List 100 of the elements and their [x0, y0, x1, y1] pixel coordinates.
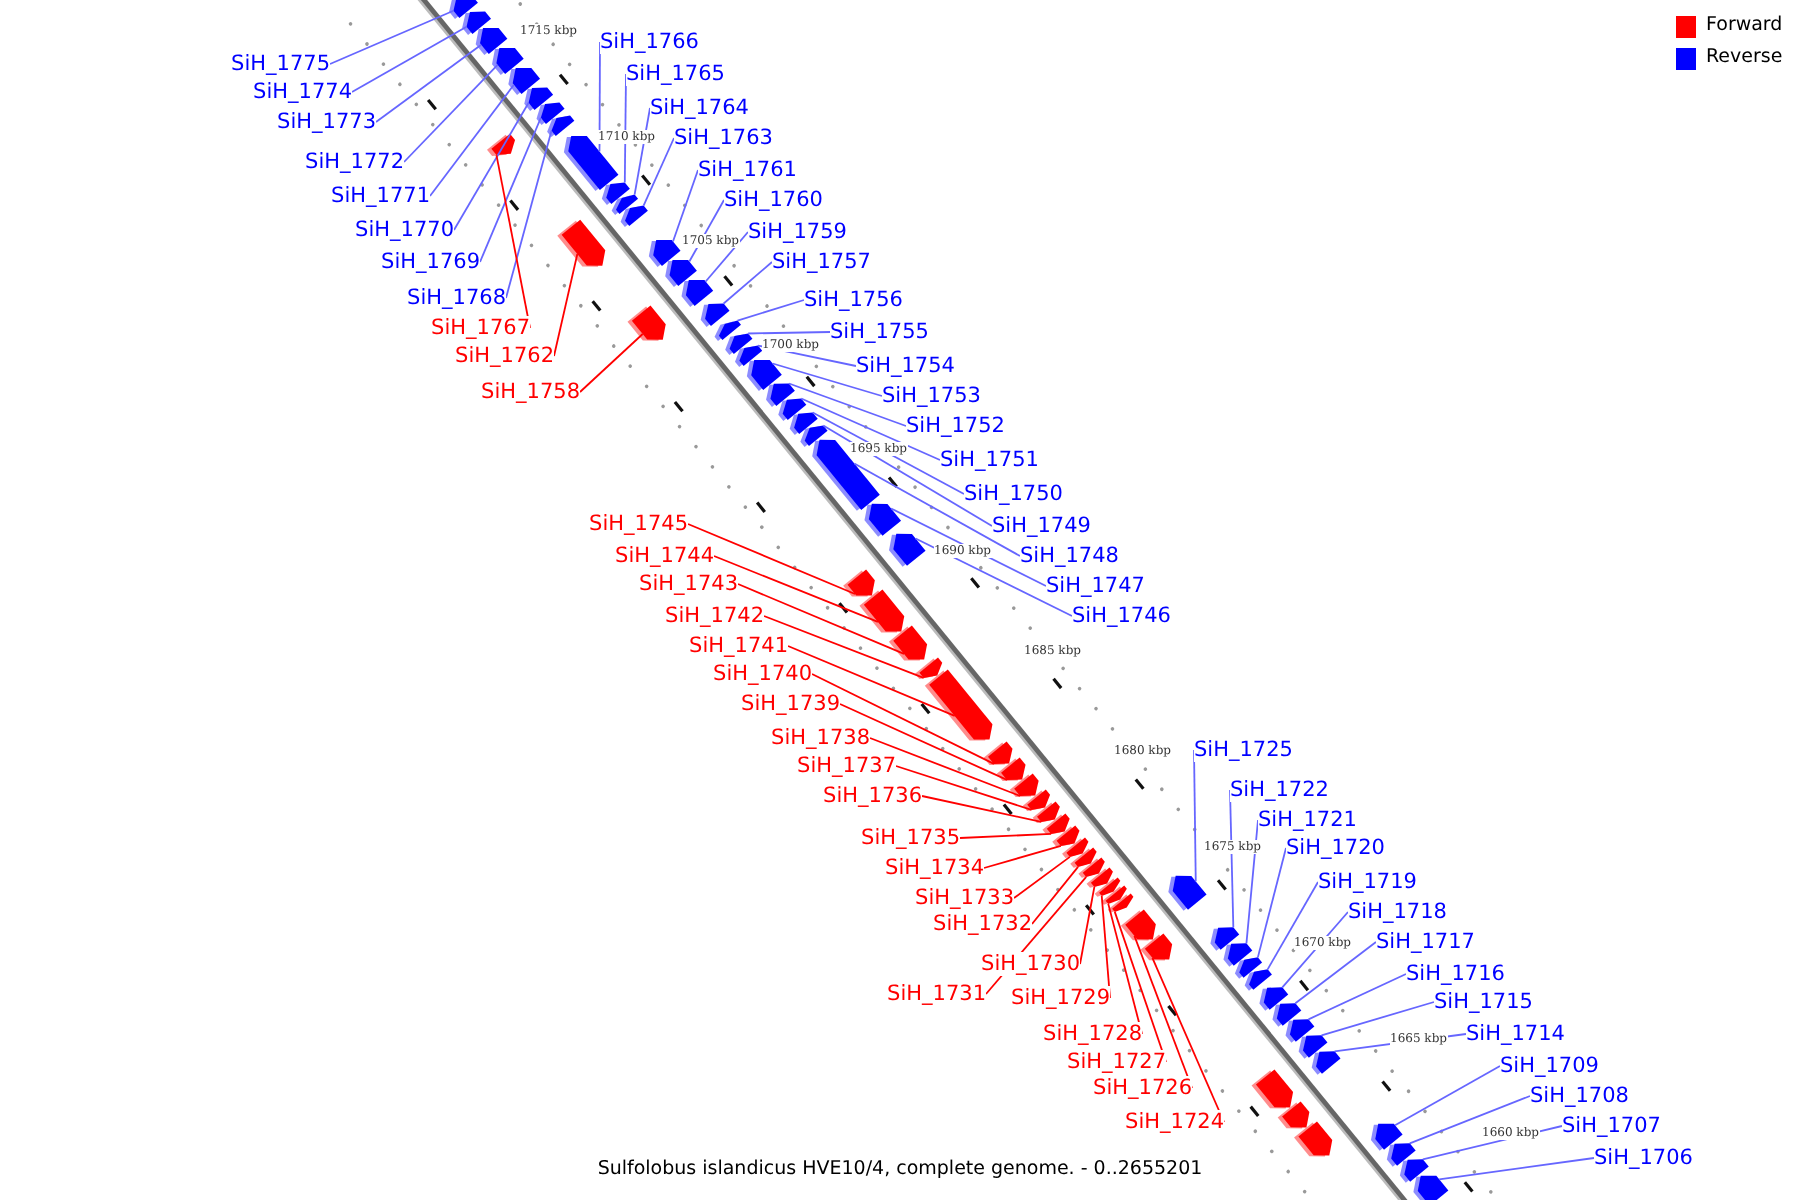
- gene-label: SiH_1765: [626, 62, 725, 86]
- gene-block: [1120, 909, 1156, 941]
- gene-block: [1078, 857, 1105, 878]
- gene-label: SiH_1759: [748, 220, 847, 244]
- gene-label: SiH_1740: [713, 662, 812, 686]
- gene-block: [1370, 1123, 1403, 1151]
- gene-block: [475, 27, 508, 55]
- gene-label: SiH_1746: [1072, 604, 1171, 628]
- gene-block: [1052, 825, 1080, 847]
- gene-block: [1413, 1175, 1449, 1200]
- gene-label: SiH_1755: [830, 320, 929, 344]
- leader-line: [736, 299, 805, 322]
- leader-line: [598, 41, 601, 153]
- gene-label: SiH_1770: [355, 218, 454, 242]
- gene-block: [859, 589, 905, 633]
- leader-line: [1394, 1065, 1501, 1127]
- leader-line: [1193, 749, 1197, 883]
- leader-line: [495, 154, 531, 329]
- leader-line: [983, 845, 1062, 869]
- leader-line: [1229, 789, 1235, 929]
- leader-line: [429, 83, 515, 197]
- gene-label: SiH_1767: [431, 316, 530, 340]
- gene-label: SiH_1724: [1125, 1110, 1224, 1134]
- gene-block: [648, 239, 681, 267]
- gene-block: [681, 279, 714, 307]
- leader-line: [757, 344, 857, 367]
- gene-block: [1032, 801, 1060, 823]
- leader-line: [633, 107, 651, 196]
- gene-label: SiH_1750: [964, 482, 1063, 506]
- leader-line: [579, 333, 644, 393]
- gene-block: [492, 47, 524, 75]
- gene-label: SiH_1771: [331, 184, 430, 208]
- gene-block: [1070, 847, 1097, 868]
- leader-line: [623, 73, 627, 184]
- gene-label: SiH_1734: [885, 856, 984, 880]
- gene-label: SiH_1744: [615, 544, 714, 568]
- gene-label: SiH_1716: [1406, 962, 1505, 986]
- leader-line: [1031, 866, 1079, 925]
- gene-label: SiH_1762: [455, 344, 554, 368]
- gene-block: [888, 625, 928, 661]
- gene-label: SiH_1773: [277, 110, 376, 134]
- gene-label: SiH_1719: [1318, 870, 1417, 894]
- gene-label: SiH_1761: [698, 158, 797, 182]
- gene-block: [924, 669, 993, 741]
- gene-label: SiH_1743: [639, 572, 738, 596]
- leader-line: [713, 555, 879, 623]
- leader-line: [959, 833, 1052, 839]
- gene-label: SiH_1733: [915, 886, 1014, 910]
- gene-label: SiH_1730: [981, 952, 1080, 976]
- gene-block: [1277, 1101, 1310, 1129]
- leader-line: [1100, 895, 1111, 999]
- gene-block: [983, 741, 1013, 765]
- leader-line: [890, 507, 1047, 587]
- gene-block: [620, 205, 648, 227]
- gene-block: [557, 219, 606, 267]
- leader-line: [914, 537, 1073, 617]
- leader-line: [351, 25, 468, 93]
- leader-line: [1333, 1033, 1467, 1053]
- leader-line: [1281, 911, 1349, 989]
- legend-label: Reverse: [1706, 46, 1783, 70]
- gene-label: SiH_1721: [1258, 808, 1357, 832]
- gene-label: SiH_1766: [600, 30, 699, 54]
- gene-label: SiH_1774: [253, 80, 352, 104]
- gene-block: [1399, 1159, 1429, 1183]
- gene-block: [487, 133, 516, 157]
- leader-line: [1421, 1125, 1563, 1161]
- leader-line: [839, 703, 1008, 781]
- leader-line: [985, 876, 1088, 995]
- gene-block: [1298, 1035, 1328, 1059]
- gene-label: SiH_1757: [772, 250, 871, 274]
- leader-line: [1079, 886, 1096, 965]
- gene-label: SiH_1763: [674, 126, 773, 150]
- leader-line: [895, 765, 1033, 811]
- gene-label: SiH_1708: [1530, 1084, 1629, 1108]
- gene-block: [627, 305, 666, 341]
- leader-line: [1256, 847, 1287, 959]
- caption: Sulfolobus islandicus HVE10/4, complete genome. - 0..2655201: [597, 1158, 1203, 1180]
- gene-label: SiH_1732: [933, 912, 1032, 936]
- leader-line: [921, 795, 1043, 823]
- leader-line: [1266, 881, 1319, 971]
- gene-label: SiH_1760: [724, 188, 823, 212]
- gene-label: SiH_1769: [381, 250, 480, 274]
- leader-line: [747, 331, 831, 335]
- leader-line: [403, 63, 499, 163]
- gene-label: SiH_1725: [1194, 738, 1293, 762]
- gene-block: [843, 569, 875, 597]
- gene-label: SiH_1737: [797, 754, 896, 778]
- leader-line: [329, 9, 455, 65]
- gene-label: SiH_1748: [1020, 544, 1119, 568]
- gene-block: [915, 657, 943, 679]
- gene-block: [889, 533, 926, 567]
- leader-line: [672, 169, 699, 243]
- leader-line: [1320, 1001, 1435, 1037]
- gene-label: SiH_1728: [1043, 1022, 1142, 1046]
- leader-line: [704, 231, 749, 283]
- gene-label: SiH_1727: [1067, 1050, 1166, 1074]
- leader-line: [1151, 956, 1225, 1123]
- gene-label: SiH_1772: [305, 150, 404, 174]
- leader-line: [1133, 934, 1193, 1089]
- gene-block: [864, 503, 902, 537]
